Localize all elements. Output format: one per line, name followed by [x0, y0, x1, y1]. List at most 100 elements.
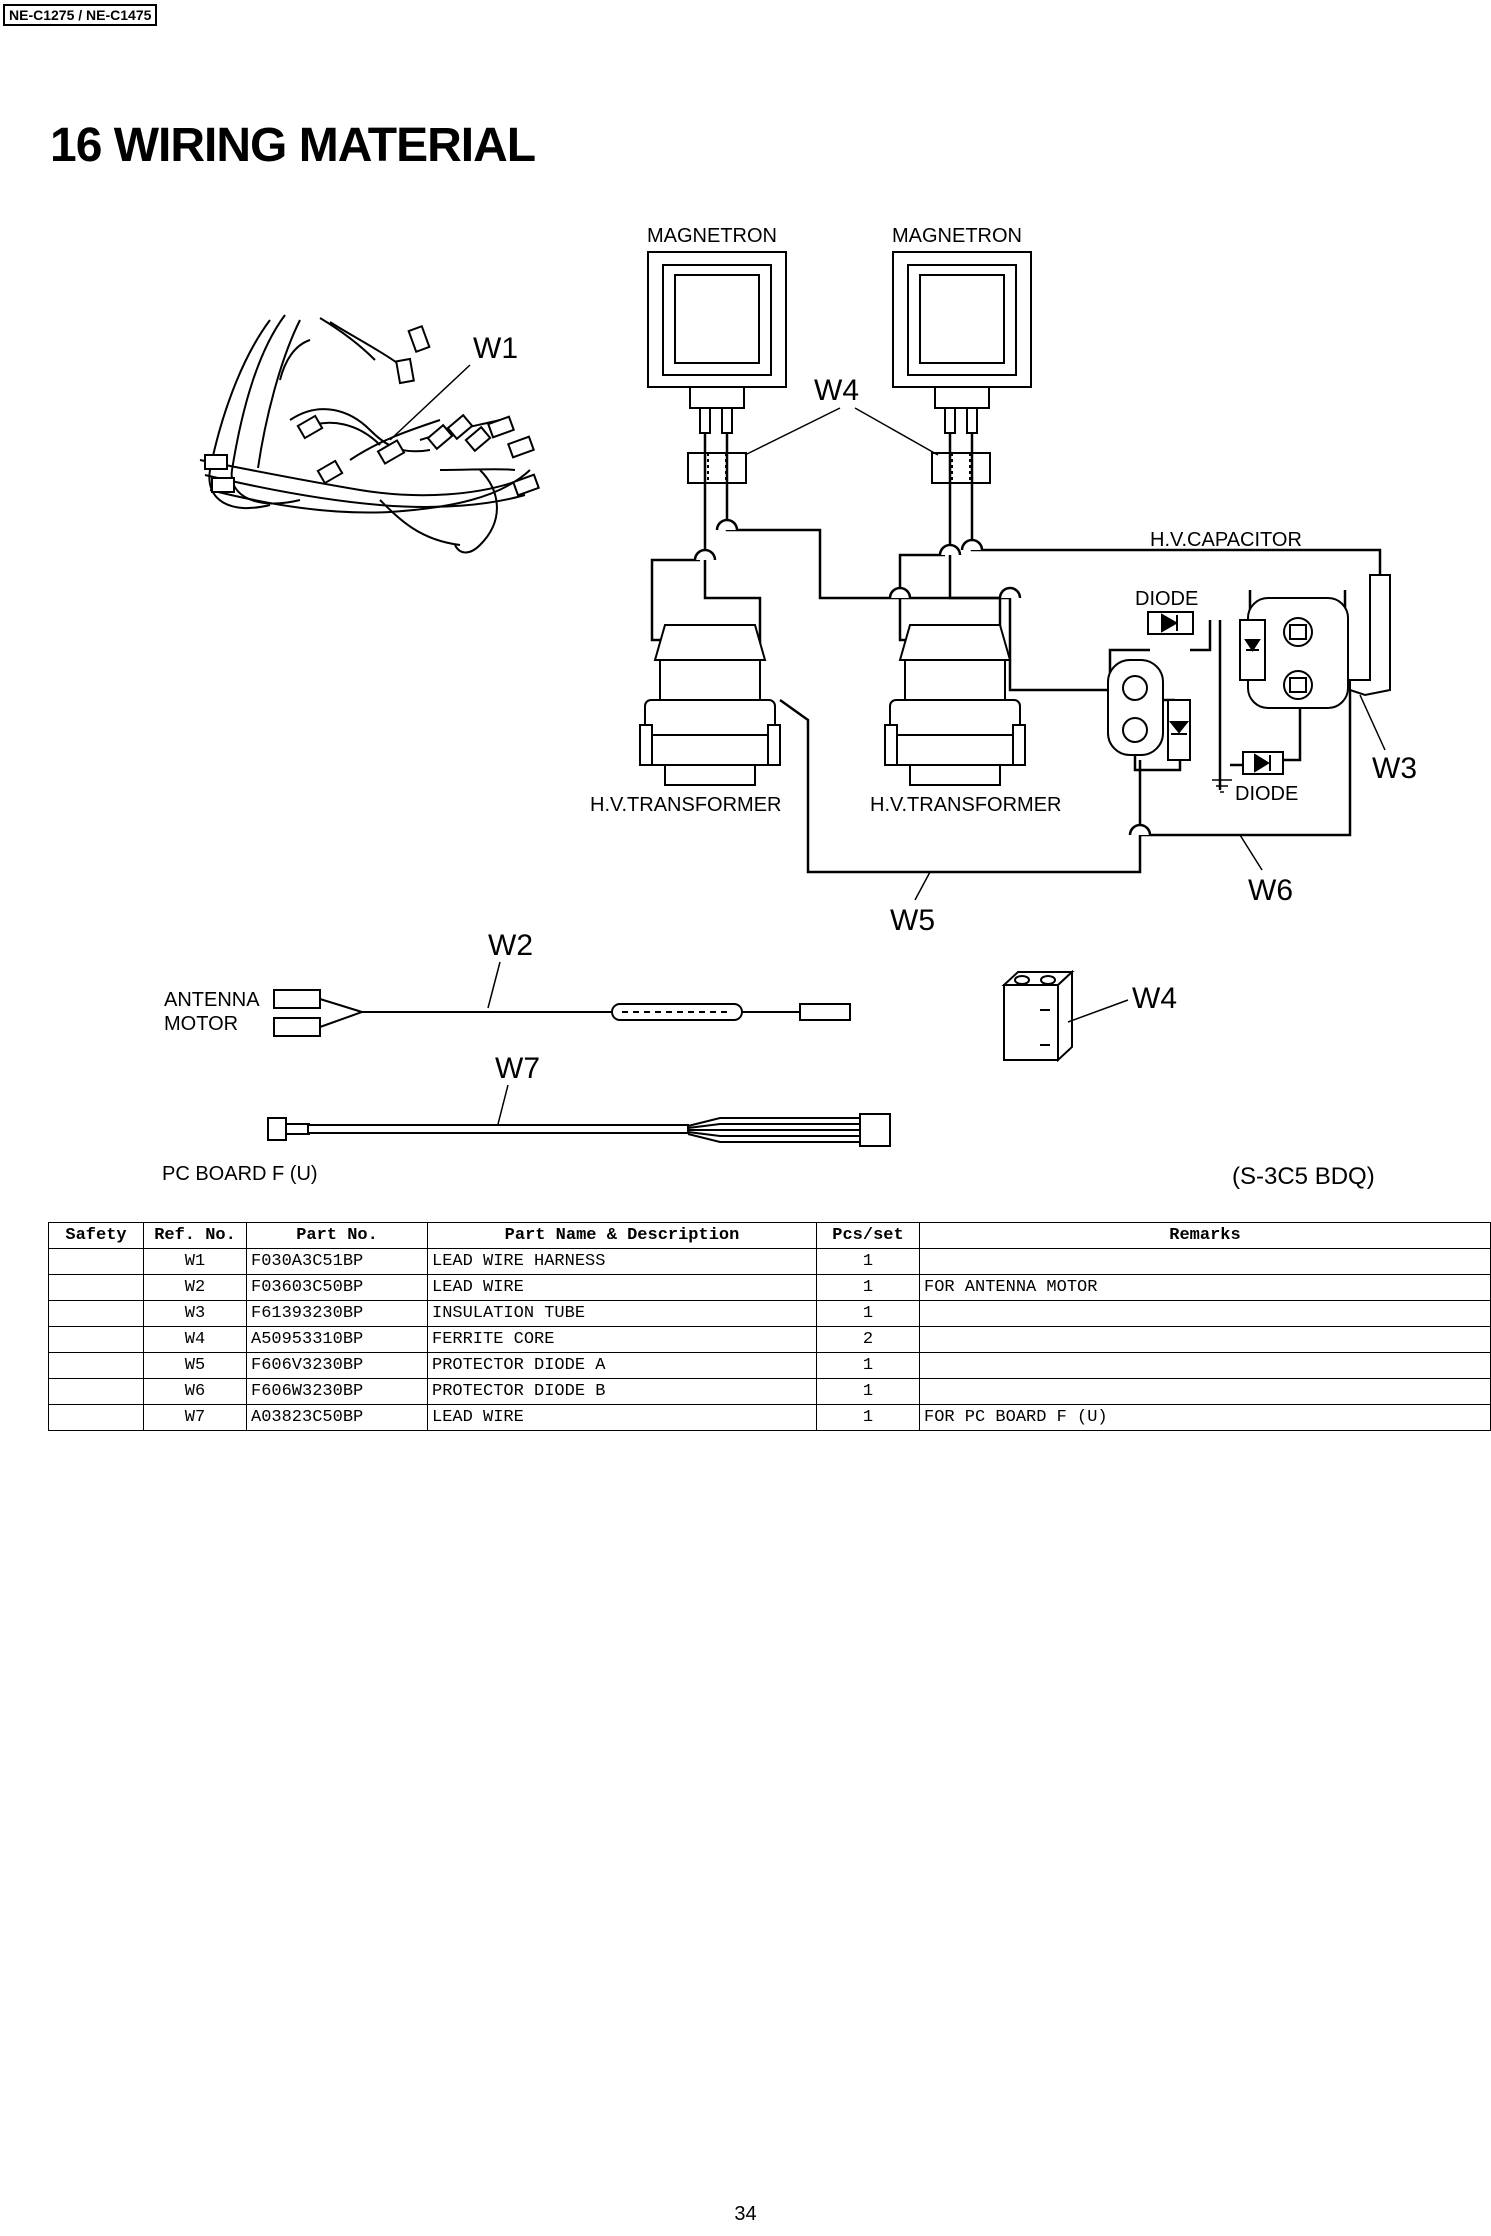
w3-label: W3: [1372, 752, 1417, 785]
cell-part-name: PROTECTOR DIODE B: [427, 1378, 817, 1405]
table-row: W4 A50953310BP FERRITE CORE 2: [48, 1326, 1491, 1353]
magnetron-1-label: MAGNETRON: [647, 225, 777, 247]
drawing-code: (S-3C5 BDQ): [1232, 1163, 1375, 1190]
cell-remarks: [919, 1378, 1491, 1405]
diode-vertical: [1167, 699, 1191, 761]
cell-ref-no: W3: [143, 1300, 247, 1327]
hv-capacitor-label: H.V.CAPACITOR: [1150, 529, 1302, 551]
w1-label: W1: [473, 332, 518, 365]
ground-symbol: [1212, 779, 1232, 793]
col-ref-no: Ref. No.: [143, 1222, 247, 1249]
w7-label: W7: [495, 1052, 540, 1085]
table-row: W1 F030A3C51BP LEAD WIRE HARNESS 1: [48, 1248, 1491, 1275]
cell-part-no: A03823C50BP: [246, 1404, 428, 1431]
cell-pcs: 1: [816, 1248, 920, 1275]
antenna-motor-lead-wire: [273, 989, 851, 1037]
cell-safety: [48, 1248, 144, 1275]
model-header: NE-C1275 / NE-C1475: [3, 4, 158, 26]
hv-transformer-2-label: H.V.TRANSFORMER: [870, 794, 1062, 816]
pc-board-lead-wire: [267, 1113, 891, 1147]
cell-remarks: FOR PC BOARD F (U): [919, 1404, 1491, 1431]
cell-safety: [48, 1274, 144, 1301]
antenna-motor-label-2: MOTOR: [164, 1013, 238, 1035]
cell-part-no: F606W3230BP: [246, 1378, 428, 1405]
cell-pcs: 1: [816, 1378, 920, 1405]
cell-part-no: F606V3230BP: [246, 1352, 428, 1379]
hv-transformer-1-label: H.V.TRANSFORMER: [590, 794, 782, 816]
w4-top-label: W4: [814, 374, 859, 407]
cell-pcs: 2: [816, 1326, 920, 1353]
table-row: W2 F03603C50BP LEAD WIRE 1 FOR ANTENNA M…: [48, 1274, 1491, 1301]
harness-connectors: [204, 324, 541, 497]
w6-label: W6: [1248, 874, 1293, 907]
cell-pcs: 1: [816, 1274, 920, 1301]
w5-leader: [914, 871, 931, 901]
cell-remarks: [919, 1326, 1491, 1353]
cell-safety: [48, 1378, 144, 1405]
cell-ref-no: W7: [143, 1404, 247, 1431]
cell-part-no: F61393230BP: [246, 1300, 428, 1327]
magnetron-2-label: MAGNETRON: [892, 225, 1022, 247]
cell-part-no: A50953310BP: [246, 1326, 428, 1353]
cell-part-name: FERRITE CORE: [427, 1326, 817, 1353]
diode-bottom-label: DIODE: [1235, 783, 1298, 805]
w3-leader: [1359, 694, 1386, 751]
col-pcs-set: Pcs/set: [816, 1222, 920, 1249]
cell-remarks: [919, 1300, 1491, 1327]
cell-part-name: PROTECTOR DIODE A: [427, 1352, 817, 1379]
w7-leader: [496, 1084, 509, 1129]
page-title: 16 WIRING MATERIAL: [50, 119, 536, 172]
cell-safety: [48, 1300, 144, 1327]
w2-label: W2: [488, 929, 533, 962]
magnetron-2: [892, 251, 1032, 434]
cell-remarks: [919, 1248, 1491, 1275]
col-part-no: Part No.: [246, 1222, 428, 1249]
cell-pcs: 1: [816, 1352, 920, 1379]
cell-part-name: LEAD WIRE: [427, 1404, 817, 1431]
w1-leader: [389, 364, 471, 441]
parts-table: Safety Ref. No. Part No. Part Name & Des…: [48, 1222, 1491, 1431]
w2-leader: [487, 961, 501, 1009]
table-row: W7 A03823C50BP LEAD WIRE 1 FOR PC BOARD …: [48, 1404, 1491, 1431]
hv-capacitor-2: [1107, 659, 1164, 756]
ferrite-core-1: [687, 452, 747, 484]
antenna-motor-label-1: ANTENNA: [164, 989, 260, 1011]
hv-capacitor: [1247, 597, 1349, 709]
w4-leader-2: [854, 407, 939, 456]
cell-part-name: LEAD WIRE: [427, 1274, 817, 1301]
ferrite-core-2: [931, 452, 991, 484]
cell-ref-no: W2: [143, 1274, 247, 1301]
table-row: W3 F61393230BP INSULATION TUBE 1: [48, 1300, 1491, 1327]
cell-part-name: INSULATION TUBE: [427, 1300, 817, 1327]
hv-transformer-2: [884, 624, 1026, 786]
cell-safety: [48, 1404, 144, 1431]
cell-remarks: [919, 1352, 1491, 1379]
table-row: W5 F606V3230BP PROTECTOR DIODE A 1: [48, 1352, 1491, 1379]
cell-pcs: 1: [816, 1404, 920, 1431]
w6-leader: [1239, 834, 1263, 871]
diode-top-label: DIODE: [1135, 588, 1198, 610]
cell-ref-no: W5: [143, 1352, 247, 1379]
page-number: 34: [734, 2203, 757, 2225]
w4-part-leader: [1067, 999, 1129, 1023]
col-part-name: Part Name & Description: [427, 1222, 817, 1249]
cell-safety: [48, 1326, 144, 1353]
cell-remarks: FOR ANTENNA MOTOR: [919, 1274, 1491, 1301]
capacitor-internal-diode: [1239, 619, 1266, 681]
cell-pcs: 1: [816, 1300, 920, 1327]
insulation-tube: [1349, 574, 1391, 697]
w4-leader-1: [744, 407, 841, 456]
wiring-diagram: W1 MAGNETRON MAGNETRON W4: [162, 225, 1417, 1190]
crossover-arcs: [693, 518, 1152, 836]
cell-ref-no: W6: [143, 1378, 247, 1405]
cell-ref-no: W4: [143, 1326, 247, 1353]
cell-safety: [48, 1352, 144, 1379]
diode-top: [1147, 611, 1194, 635]
magnetron-1: [647, 251, 787, 434]
pc-board-label: PC BOARD F (U): [162, 1163, 318, 1185]
col-remarks: Remarks: [919, 1222, 1491, 1249]
cell-part-no: F03603C50BP: [246, 1274, 428, 1301]
hv-transformer-1: [639, 624, 781, 786]
diode-bottom: [1242, 751, 1284, 775]
cell-part-name: LEAD WIRE HARNESS: [427, 1248, 817, 1275]
